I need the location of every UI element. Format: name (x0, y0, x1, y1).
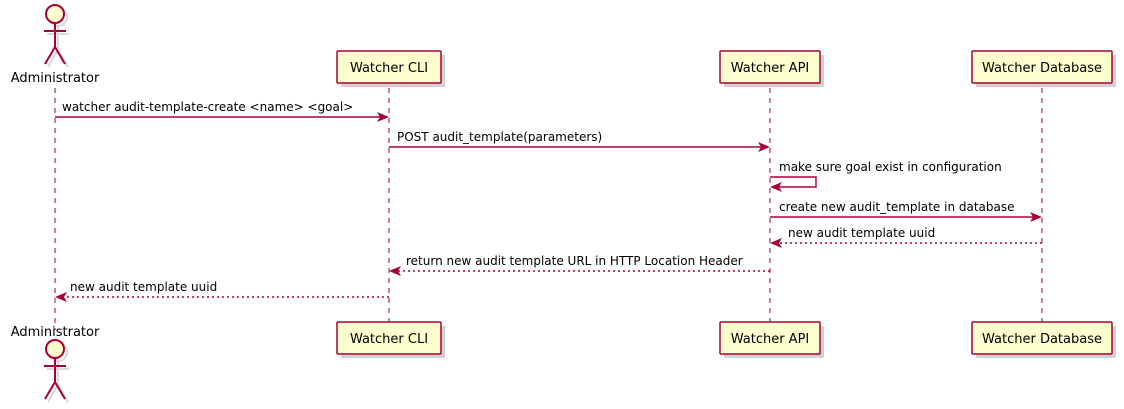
lifelines (54, 88, 1043, 330)
message-label: POST audit_template(parameters) (397, 130, 602, 144)
self-message-loop (770, 176, 817, 188)
arrowhead-left-icon (389, 266, 401, 276)
message-label: return new audit template URL in HTTP Lo… (406, 254, 743, 268)
participant-watcher-database-top[interactable]: Watcher Database (971, 50, 1116, 87)
actor-administrator-bottom[interactable]: Administrator (11, 325, 100, 403)
actor-head-icon (45, 4, 65, 24)
message-label: watcher audit-template-create <name> <go… (62, 100, 353, 114)
arrowhead-right-icon (377, 112, 389, 122)
participant-label-watcher-database: Watcher Database (982, 332, 1102, 347)
actor-administrator-top[interactable]: Administrator (11, 4, 100, 86)
participant-watcher-cli-top[interactable]: Watcher CLI (336, 50, 445, 87)
message-label: make sure goal exist in configuration (779, 160, 1002, 174)
arrowhead-right-icon (1030, 212, 1042, 222)
message-4-create-new-audit-template[interactable]: create new audit_template in database (770, 200, 1042, 222)
participant-label-watcher-cli: Watcher CLI (350, 332, 428, 347)
actor-label-administrator-bottom: Administrator (11, 325, 100, 340)
arrowhead-left-icon (770, 238, 782, 248)
participant-label-watcher-api: Watcher API (731, 61, 810, 76)
participant-watcher-api-bottom[interactable]: Watcher API (719, 321, 824, 358)
arrowhead-left-icon (770, 182, 782, 192)
actor-leg-left-icon (44, 381, 56, 400)
message-5-new-audit-template-uuid-db[interactable]: new audit template uuid (770, 226, 1042, 248)
message-6-return-url-location-header[interactable]: return new audit template URL in HTTP Lo… (389, 254, 770, 276)
arrowhead-right-icon (758, 142, 770, 152)
message-7-new-audit-template-uuid-admin[interactable]: new audit template uuid (55, 280, 389, 302)
message-3-make-sure-goal-exist[interactable]: make sure goal exist in configuration (770, 160, 1002, 192)
actor-leg-right-icon (54, 381, 66, 400)
participant-box[interactable] (971, 321, 1113, 355)
participant-box[interactable] (336, 321, 442, 355)
participant-watcher-database-bottom[interactable]: Watcher Database (971, 321, 1116, 358)
participant-box[interactable] (719, 321, 821, 355)
participant-label-watcher-database: Watcher Database (982, 61, 1102, 76)
arrowhead-left-icon (55, 292, 67, 302)
message-2-post-audit-template[interactable]: POST audit_template(parameters) (389, 130, 770, 152)
participant-box[interactable] (336, 50, 442, 84)
participant-label-watcher-api: Watcher API (731, 332, 810, 347)
message-label: new audit template uuid (788, 226, 935, 240)
message-1-watcher-audit-template-create[interactable]: watcher audit-template-create <name> <go… (55, 100, 389, 122)
participant-watcher-cli-bottom[interactable]: Watcher CLI (336, 321, 445, 358)
participant-box[interactable] (719, 50, 821, 84)
actor-head-icon (45, 339, 65, 359)
actor-leg-right-icon (54, 46, 66, 65)
participant-box[interactable] (971, 50, 1113, 84)
actor-label-administrator-top: Administrator (11, 71, 100, 86)
participant-watcher-api-top[interactable]: Watcher API (719, 50, 824, 87)
message-label: new audit template uuid (70, 280, 217, 294)
participant-label-watcher-cli: Watcher CLI (350, 61, 428, 76)
message-label: create new audit_template in database (779, 200, 1015, 214)
actor-leg-left-icon (44, 46, 56, 65)
